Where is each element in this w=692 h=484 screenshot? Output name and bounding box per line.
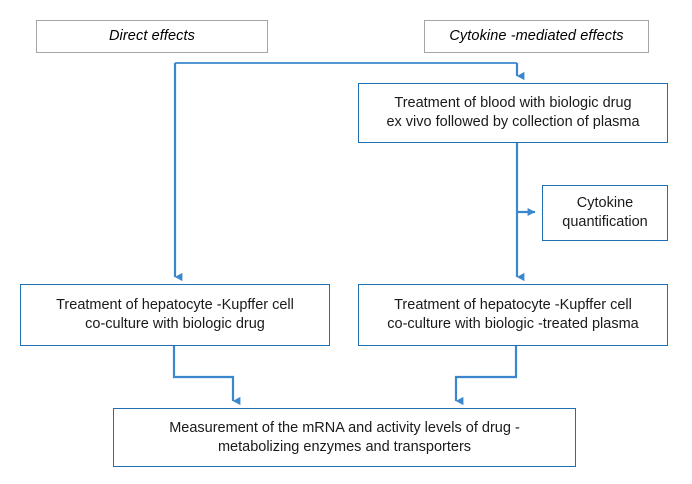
edge-coculture-drug-to-measurement bbox=[172, 346, 241, 406]
edge-coculture-plasma-to-measurement bbox=[454, 346, 518, 406]
node-cytokine-mediated-effects[interactable]: Cytokine -mediated effects bbox=[424, 20, 649, 53]
node-blood-treatment[interactable]: Treatment of blood with biologic drug ex… bbox=[358, 83, 668, 143]
node-cytokine-mediated-effects-label: Cytokine -mediated effects bbox=[449, 28, 624, 45]
node-cytokine-quantification-label: Cytokine quantification bbox=[562, 195, 648, 230]
edge-split-to-blood bbox=[175, 62, 525, 81]
node-coculture-with-biologic-drug[interactable]: Treatment of hepatocyte -Kupffer cell co… bbox=[20, 284, 330, 346]
node-cytokine-quantification[interactable]: Cytokine quantification bbox=[542, 185, 668, 241]
node-coculture-with-biologic-drug-label: Treatment of hepatocyte -Kupffer cell co… bbox=[56, 297, 294, 332]
node-direct-effects-label: Direct effects bbox=[108, 28, 195, 45]
node-direct-effects[interactable]: Direct effects bbox=[36, 20, 268, 53]
node-blood-treatment-label: Treatment of blood with biologic drug ex… bbox=[386, 95, 640, 130]
node-measurement-mrna-activity[interactable]: Measurement of the mRNA and activity lev… bbox=[113, 408, 576, 467]
node-measurement-mrna-activity-label: Measurement of the mRNA and activity lev… bbox=[169, 419, 520, 455]
node-coculture-with-biologic-treated-plasma[interactable]: Treatment of hepatocyte -Kupffer cell co… bbox=[358, 284, 668, 346]
node-coculture-with-biologic-treated-plasma-label: Treatment of hepatocyte -Kupffer cell co… bbox=[387, 297, 639, 332]
